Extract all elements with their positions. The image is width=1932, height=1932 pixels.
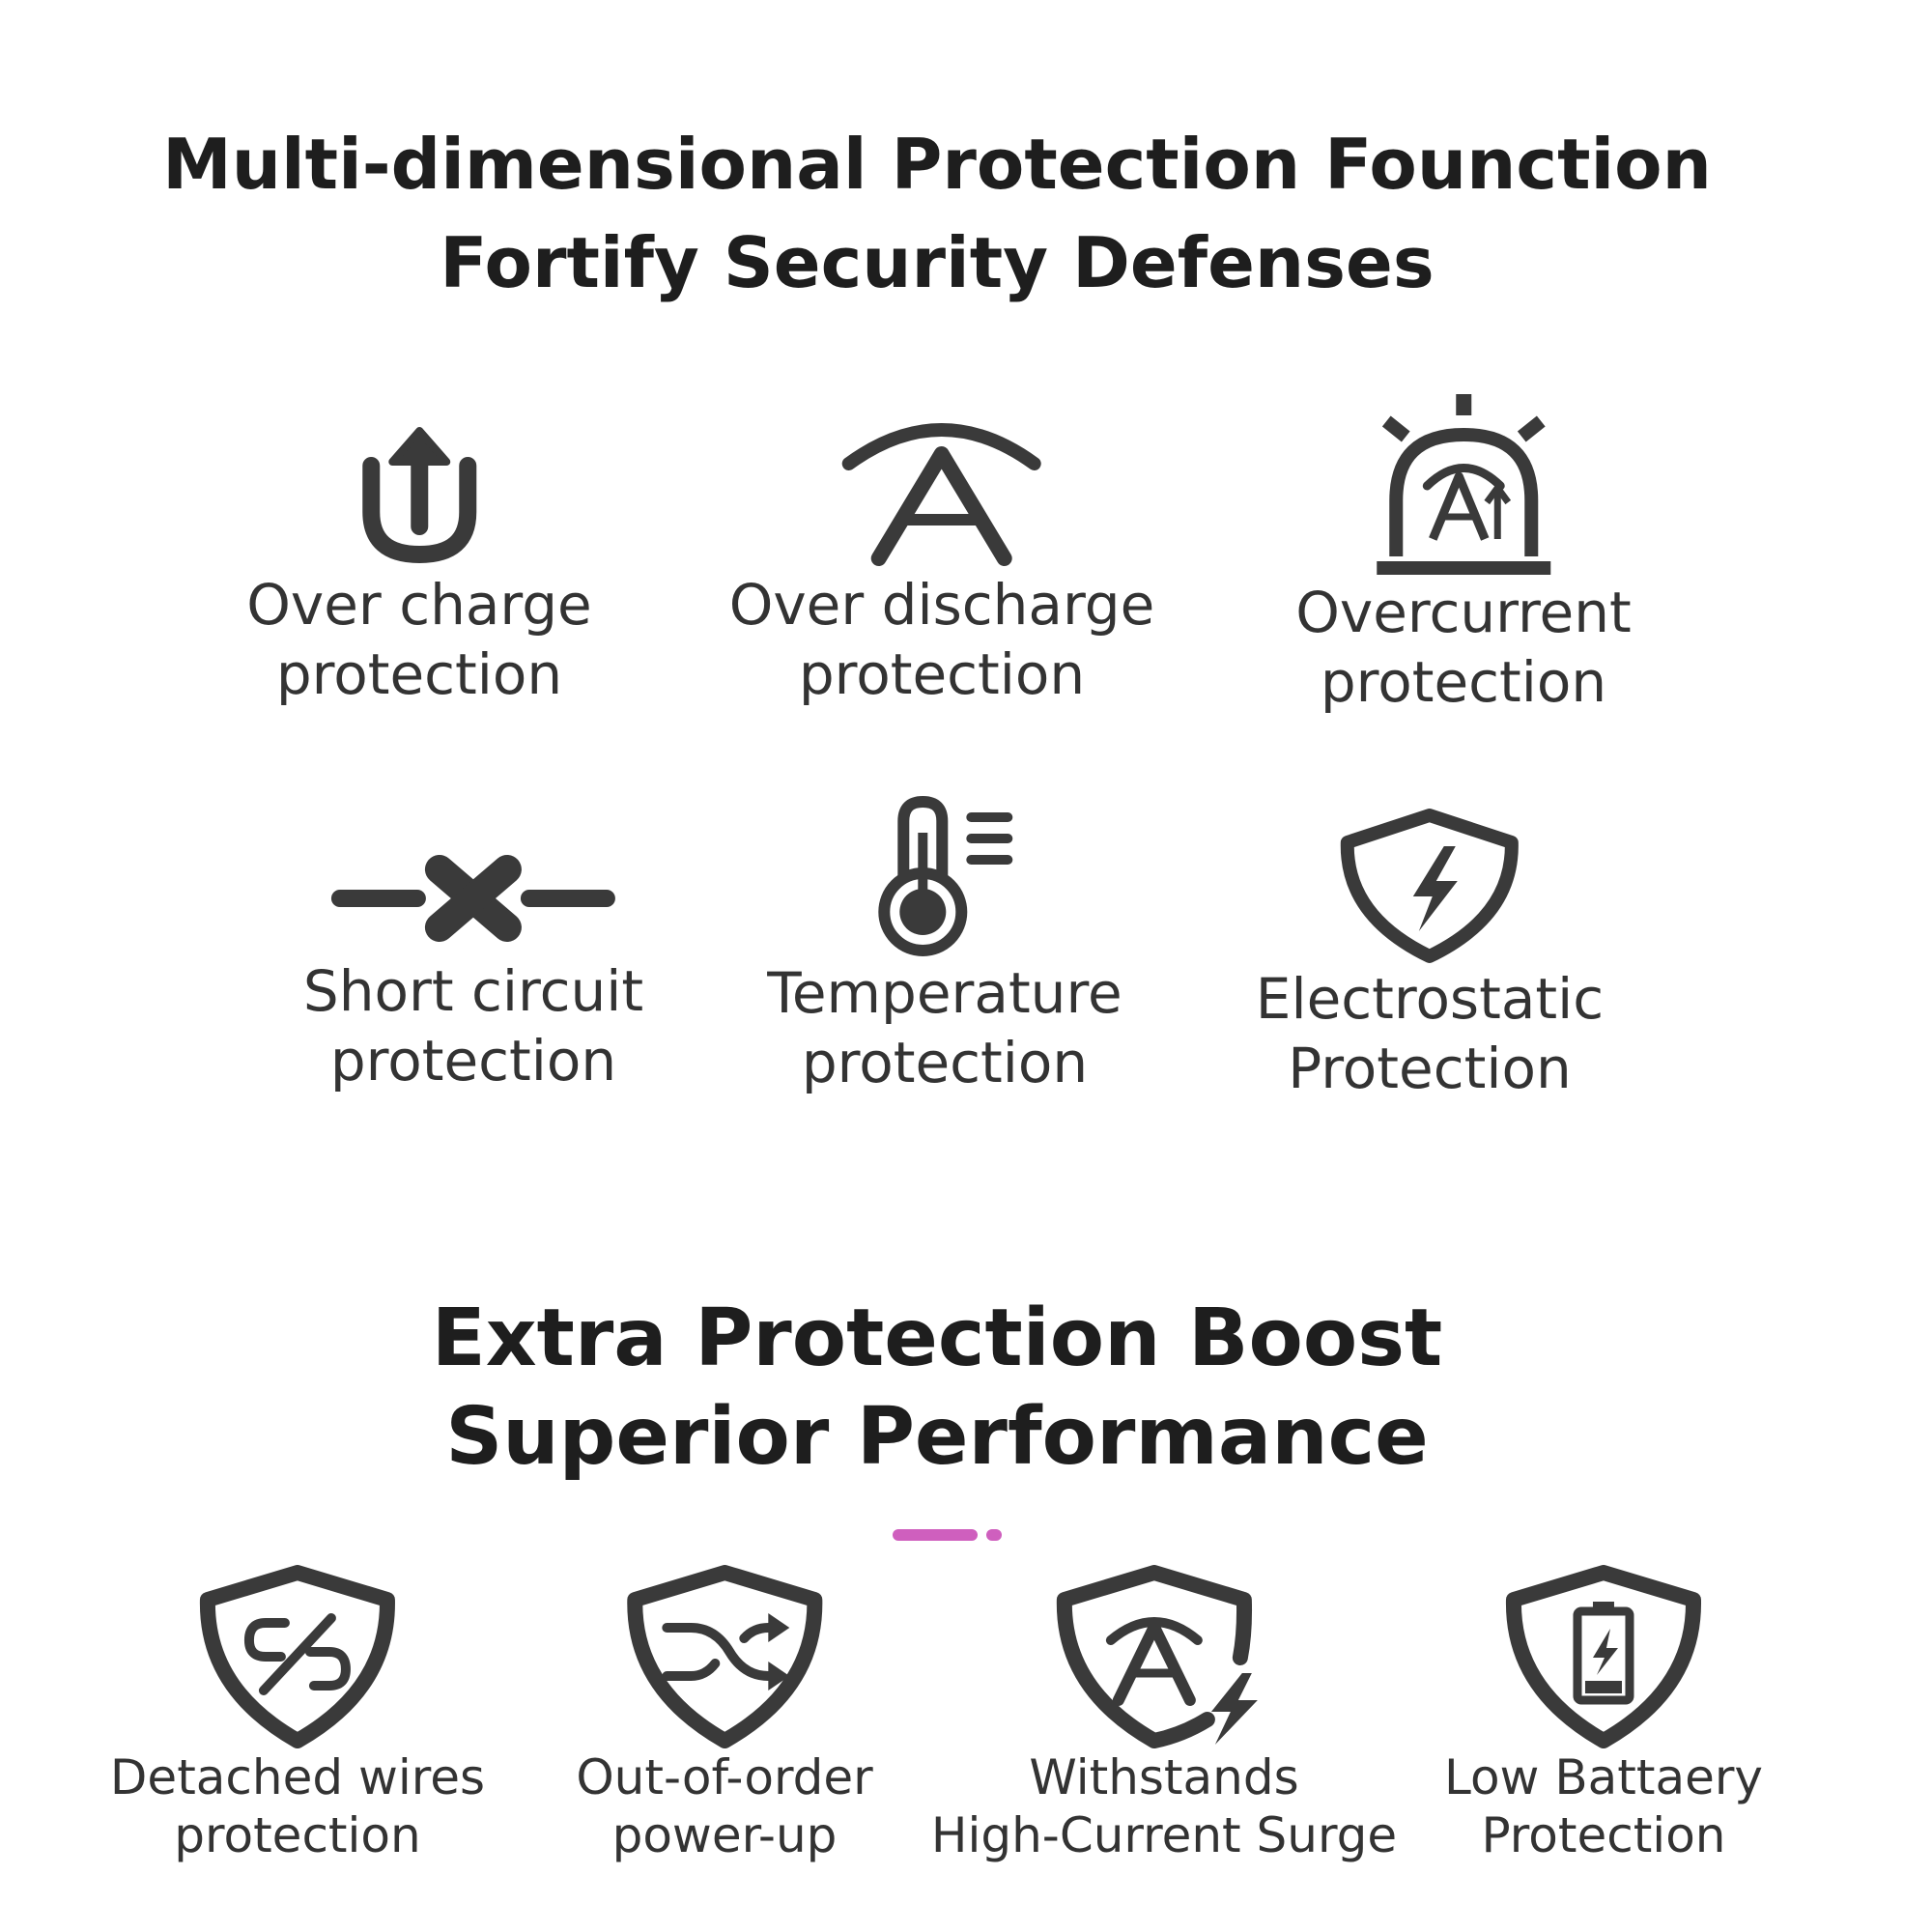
- alarm-light-icon: [1377, 394, 1550, 575]
- feature-temperature: Temperature protection: [767, 794, 1122, 1097]
- feature-label-line1: Overcurrent: [1295, 580, 1632, 645]
- feature-label-line2: protection: [1320, 649, 1607, 715]
- feature-electrostatic: Electrostatic Protection: [1256, 808, 1604, 1103]
- shield-shuffle-icon: [626, 1565, 823, 1748]
- feature-detached-wires: Detached wires protection: [110, 1565, 485, 1864]
- feature-label-line2: Protection: [1288, 1036, 1572, 1101]
- feature-low-battery: Low Battaery Protection: [1444, 1565, 1763, 1864]
- feature-label-line1: Electrostatic: [1255, 966, 1605, 1032]
- feature-over-discharge: Over discharge protection: [728, 415, 1155, 709]
- feature-label-line2: protection: [174, 1807, 421, 1863]
- feature-label-line1: Out-of-order: [576, 1749, 873, 1805]
- feature-out-of-order-power-up: Out-of-order power-up: [576, 1565, 873, 1864]
- feature-label-line1: Temperature: [767, 960, 1122, 1026]
- feature-label-line1: Detached wires: [109, 1749, 486, 1805]
- thermometer-icon: [878, 795, 1012, 956]
- feature-over-charge: Over charge protection: [246, 415, 592, 709]
- feature-label-line1: Short circuit: [302, 958, 644, 1024]
- feature-short-circuit: Short circuit protection: [303, 840, 643, 1095]
- section2-title-line2: Superior Performance: [445, 1391, 1429, 1483]
- feature-overcurrent: Overcurrent protection: [1295, 394, 1632, 717]
- shield-lightning-icon: [1340, 809, 1519, 963]
- feature-label-line2: High-Current Surge: [930, 1807, 1398, 1863]
- feature-label-line1: Withstands: [1029, 1749, 1299, 1805]
- accent-bar: [893, 1529, 978, 1541]
- feature-label-line2: protection: [275, 641, 563, 707]
- feature-high-current-surge: Withstands High-Current Surge: [931, 1565, 1397, 1864]
- over-discharge-icon: [841, 423, 1041, 566]
- shield-battery-icon: [1505, 1565, 1702, 1748]
- shield-detached-link-icon: [199, 1565, 395, 1748]
- feature-label-line2: Protection: [1481, 1807, 1726, 1863]
- section1-title-line2: Fortify Security Defenses: [440, 222, 1435, 303]
- accent-dot: [986, 1529, 1002, 1541]
- feature-label-line2: power-up: [611, 1807, 838, 1863]
- feature-label-line2: protection: [798, 641, 1086, 707]
- section2-title-line1: Extra Protection Boost: [431, 1293, 1443, 1384]
- shield-surge-icon: [1056, 1565, 1258, 1748]
- section1-title-line1: Multi-dimensional Protection Founction: [162, 124, 1712, 205]
- feature-label-line1: Over discharge: [728, 572, 1155, 638]
- over-charge-icon: [362, 427, 476, 564]
- feature-label-line2: protection: [329, 1028, 617, 1094]
- feature-label-line1: Low Battaery: [1443, 1749, 1764, 1805]
- short-circuit-icon: [330, 855, 615, 942]
- feature-label-line2: protection: [801, 1030, 1089, 1095]
- feature-label-line1: Over charge: [246, 572, 592, 638]
